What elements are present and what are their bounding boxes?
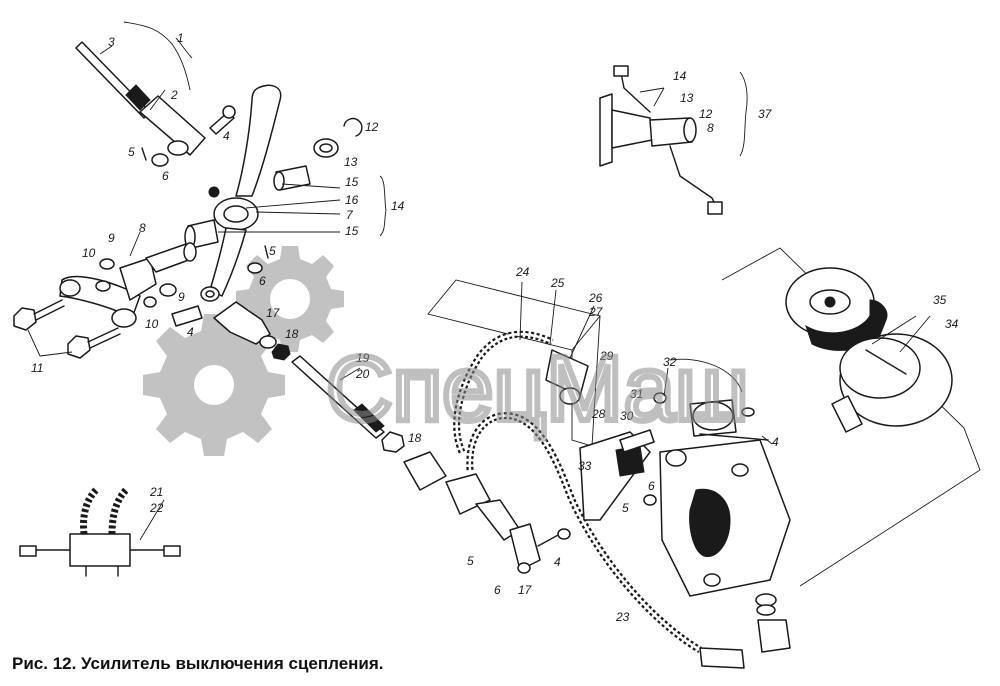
part-label: 14 xyxy=(391,199,405,213)
watermark-gear-icon xyxy=(143,314,285,456)
part-label: 4 xyxy=(223,129,230,143)
part-label: 21 xyxy=(149,485,163,499)
part-label: 18 xyxy=(285,327,299,341)
mini-valve xyxy=(19,487,181,577)
part-label: 18 xyxy=(408,431,422,445)
part-label: 9 xyxy=(108,231,115,245)
part-label: 11 xyxy=(31,361,43,375)
part-label: 26 xyxy=(588,291,603,305)
part-label: 4 xyxy=(187,325,194,339)
part-label: 27 xyxy=(588,305,604,319)
release-lever xyxy=(184,84,363,302)
pushrod-assembly xyxy=(75,21,236,167)
part-label: 6 xyxy=(162,169,169,183)
part-label: 20 xyxy=(355,367,370,381)
figure-caption: Рис. 12. Усилитель выключения сцепления. xyxy=(12,654,384,673)
pneumatic-chamber xyxy=(721,247,981,587)
link-bracket xyxy=(13,242,203,359)
part-label: 5 xyxy=(269,244,276,258)
watermark-text: СпецМаш xyxy=(326,338,749,440)
part-label: 5 xyxy=(622,501,629,515)
part-label: 6 xyxy=(494,583,501,597)
part-label: 13 xyxy=(680,91,694,105)
part-label: 15 xyxy=(345,224,359,238)
part-label: 12 xyxy=(699,107,713,121)
part-label: 16 xyxy=(345,193,359,207)
part-label: 10 xyxy=(145,317,159,331)
part-label: 29 xyxy=(599,349,614,363)
part-label: 30 xyxy=(620,409,634,423)
part-label: 25 xyxy=(550,276,565,290)
part-label: 37 xyxy=(758,107,773,121)
part-labels: 1 3 2 4 5 6 12 13 15 16 7 15 14 8 9 10 5… xyxy=(31,31,959,624)
part-label: 14 xyxy=(673,69,687,83)
part-label: 5 xyxy=(467,554,474,568)
part-label: 9 xyxy=(178,290,185,304)
booster-hoses xyxy=(403,279,791,669)
adjusting-rod xyxy=(213,301,405,453)
part-label: 8 xyxy=(707,121,714,135)
part-label: 35 xyxy=(933,293,947,307)
part-label: 31 xyxy=(630,387,643,401)
part-label: 28 xyxy=(591,407,606,421)
leader-lines xyxy=(27,37,931,541)
valve-bracket-assembly xyxy=(599,65,748,215)
part-label: 32 xyxy=(663,355,677,369)
part-label: 6 xyxy=(259,274,266,288)
part-label: 24 xyxy=(515,265,530,279)
part-label: 13 xyxy=(344,155,358,169)
control-valve xyxy=(537,358,791,597)
part-label: 6 xyxy=(648,479,655,493)
part-label: 17 xyxy=(518,583,533,597)
part-label: 17 xyxy=(266,306,281,320)
part-label: 33 xyxy=(578,459,592,473)
part-label: 34 xyxy=(945,317,959,331)
part-label: 4 xyxy=(772,435,779,449)
part-label: 15 xyxy=(345,175,359,189)
part-label: 23 xyxy=(615,610,630,624)
part-label: 1 xyxy=(177,31,184,45)
part-label: 19 xyxy=(356,351,370,365)
part-label: 5 xyxy=(128,145,135,159)
part-label: 8 xyxy=(139,221,146,235)
part-label: 10 xyxy=(82,246,96,260)
part-label: 22 xyxy=(149,501,164,515)
part-label: 3 xyxy=(108,35,115,49)
part-label: 2 xyxy=(170,88,178,102)
part-label: 4 xyxy=(554,555,561,569)
part-label: 7 xyxy=(346,208,354,222)
part-label: 12 xyxy=(365,120,379,134)
